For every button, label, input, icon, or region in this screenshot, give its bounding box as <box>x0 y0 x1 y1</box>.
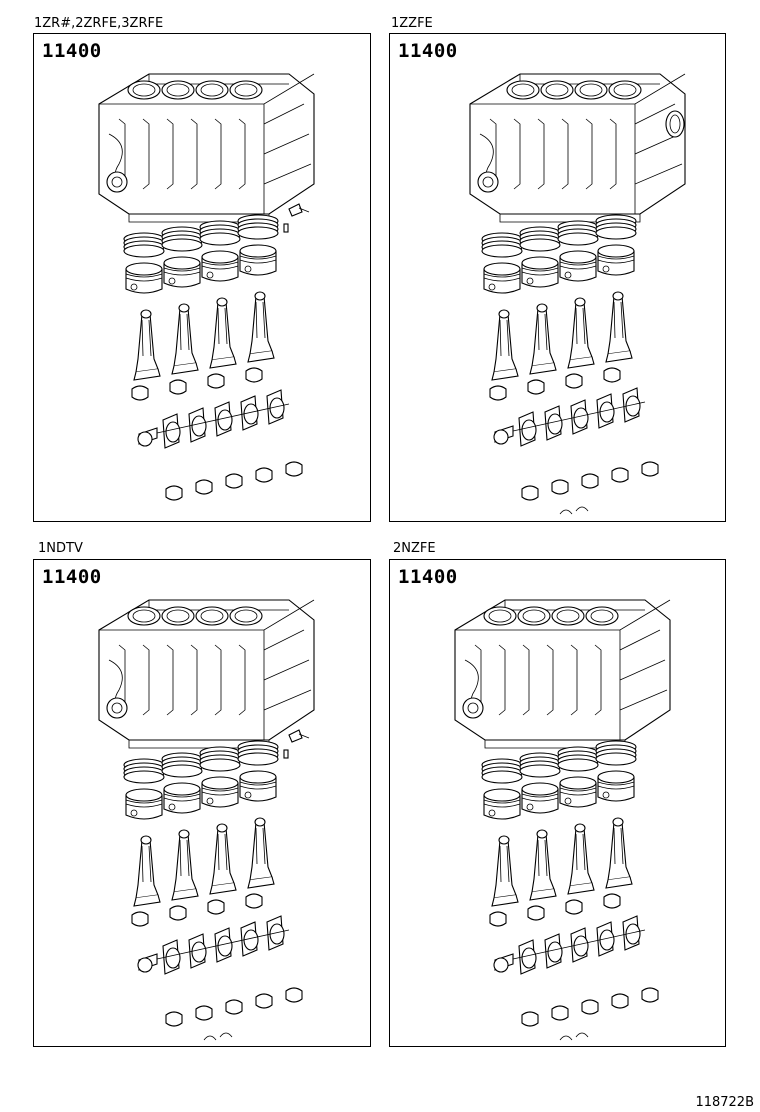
pistons <box>125 770 277 820</box>
bearings <box>489 367 659 515</box>
crankshaft <box>137 389 290 449</box>
panel-1-engine-label: 1ZR#,2ZRFE,3ZRFE <box>34 16 164 31</box>
panel-3-exploded-illustration <box>98 599 315 1041</box>
oil-jet <box>288 729 303 743</box>
piston-rings <box>123 214 279 258</box>
panel-2-exploded-illustration <box>469 73 686 515</box>
panel-3-short-block-diagram[interactable]: 11400 <box>33 559 371 1047</box>
bearings <box>131 893 303 1041</box>
pistons <box>483 770 635 820</box>
cylinder-block <box>454 599 671 749</box>
bearings <box>131 367 303 501</box>
panel-1-part-number[interactable]: 11400 <box>42 40 102 62</box>
crankshaft <box>137 915 290 975</box>
connecting-rods <box>133 291 275 381</box>
oil-jet <box>288 203 303 217</box>
oil-seal <box>665 110 685 138</box>
crankshaft <box>493 387 646 447</box>
panel-3-engine-label: 1NDTV <box>38 541 83 556</box>
bolt <box>283 223 289 233</box>
connecting-rods <box>491 291 633 381</box>
panel-2-part-number[interactable]: 11400 <box>398 40 458 62</box>
panel-4-engine-label: 2NZFE <box>393 541 436 556</box>
pistons <box>125 244 277 294</box>
panel-4-exploded-illustration <box>454 599 671 1041</box>
pistons <box>483 244 635 294</box>
bearings <box>489 893 659 1041</box>
bolt <box>283 749 289 759</box>
cylinder-block <box>469 73 686 223</box>
connecting-rods <box>491 817 633 907</box>
panel-4-short-block-diagram[interactable]: 11400 <box>389 559 726 1047</box>
cylinder-block <box>98 599 315 749</box>
piston-rings <box>123 740 279 784</box>
panel-4-part-number[interactable]: 11400 <box>398 566 458 588</box>
cylinder-block <box>98 73 315 223</box>
crankshaft <box>493 915 646 975</box>
panel-3-part-number[interactable]: 11400 <box>42 566 102 588</box>
connecting-rods <box>133 817 275 907</box>
panel-2-engine-label: 1ZZFE <box>391 16 433 31</box>
panel-1-short-block-diagram[interactable]: 11400 <box>33 33 371 522</box>
panel-1-exploded-illustration <box>98 73 315 501</box>
piston-rings <box>481 740 637 784</box>
illustration-code: 118722B <box>695 1095 754 1110</box>
panel-2-short-block-diagram[interactable]: 11400 <box>389 33 726 522</box>
piston-rings <box>481 214 637 258</box>
